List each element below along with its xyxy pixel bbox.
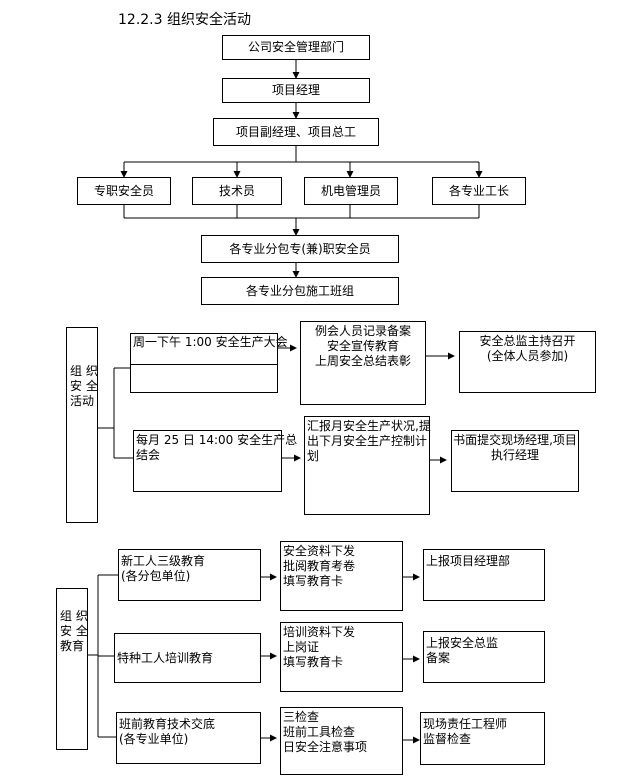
role-box-mech-elec-manager: 机电管理员 bbox=[304, 177, 398, 205]
education-type-line: (各专业单位) bbox=[119, 732, 189, 746]
education-content-line: 班前工具检查 bbox=[283, 725, 356, 739]
education-content-box: 安全资料下发 批阅教育考卷 填写教育卡 bbox=[280, 541, 403, 611]
activity-result-box: 书面提交现场经理,项目 执行经理 bbox=[451, 430, 579, 492]
activity-result-line: 执行经理 bbox=[490, 448, 539, 462]
role-box-foreman: 各专业工长 bbox=[432, 177, 526, 205]
role-label: 技术员 bbox=[218, 183, 255, 198]
subcontract-safety-officer-box: 各专业分包专(兼)职安全员 bbox=[201, 235, 399, 263]
education-type-box: 班前教育技术交底 (各专业单位) bbox=[116, 712, 261, 764]
education-content-line: 培训资料下发 bbox=[283, 625, 356, 639]
activity-content-box: 例会人员记录备案 安全宣传教育 上周安全总结表彰 bbox=[300, 321, 426, 405]
activity-result-line: 安全总监主持召开 bbox=[479, 334, 576, 348]
education-result-line: 上报项目经理部 bbox=[426, 554, 511, 568]
education-result-box: 上报项目经理部 bbox=[423, 549, 545, 601]
company-safety-dept-label: 公司安全管理部门 bbox=[247, 40, 344, 54]
activity-label-line: 安 全 bbox=[70, 379, 98, 393]
project-manager-box: 项目经理 bbox=[222, 78, 370, 103]
role-label: 专职安全员 bbox=[93, 183, 154, 198]
deputy-manager-label: 项目副经理、项目总工 bbox=[235, 124, 356, 139]
project-manager-label: 项目经理 bbox=[271, 83, 320, 97]
activity-label-box: 组 织 安 全 活动 bbox=[66, 327, 98, 523]
role-label: 机电管理员 bbox=[320, 183, 381, 198]
role-box-safety-officer: 专职安全员 bbox=[77, 177, 171, 205]
deputy-manager-box: 项目副经理、项目总工 bbox=[213, 118, 379, 146]
activity-event-line: 每月 25 日 14:00 安全生产总 bbox=[136, 433, 298, 447]
activity-event-line: 结会 bbox=[136, 448, 161, 462]
company-safety-dept-box: 公司安全管理部门 bbox=[222, 35, 370, 60]
section-title: 12.2.3 组织安全活动 bbox=[118, 12, 251, 28]
education-type-line: 特种工人培训教育 bbox=[117, 650, 214, 665]
activity-event-box-frame bbox=[130, 333, 278, 393]
education-result-line: 监督检查 bbox=[423, 732, 472, 746]
activity-result-line: 书面提交现场经理,项目 bbox=[453, 433, 577, 447]
activity-content-line: 出下月安全生产控制计 bbox=[307, 434, 428, 448]
education-type-box: 新工人三级教育 (各分包单位) bbox=[118, 549, 261, 601]
education-content-box: 培训资料下发 上岗证 填写教育卡 bbox=[280, 622, 403, 692]
activity-content-line: 汇报月安全生产状况,提 bbox=[307, 419, 431, 433]
education-result-line: 上报安全总监 bbox=[426, 636, 499, 650]
activity-content-line: 安全宣传教育 bbox=[326, 339, 399, 353]
education-result-box: 上报安全总监 备案 bbox=[423, 631, 545, 683]
education-content-line: 安全资料下发 bbox=[283, 544, 356, 558]
education-label-line: 教育 bbox=[60, 639, 85, 653]
activity-result-box: 安全总监主持召开 (全体人员参加) bbox=[459, 331, 596, 393]
activity-event-box: 每月 25 日 14:00 安全生产总 结会 bbox=[133, 430, 298, 492]
education-label-line: 安 全 bbox=[60, 624, 88, 638]
education-type-line: 新工人三级教育 bbox=[121, 554, 206, 568]
education-label-box: 组 织 安 全 教育 bbox=[56, 588, 88, 750]
education-label-line: 组 织 bbox=[60, 609, 88, 623]
subcontract-safety-officer-label: 各专业分包专(兼)职安全员 bbox=[229, 241, 371, 256]
education-content-line: 填写教育卡 bbox=[283, 655, 344, 669]
activity-event-line: 周一下午 1:00 安全生产大会 bbox=[133, 335, 288, 349]
education-content-line: 填写教育卡 bbox=[283, 574, 344, 588]
education-content-line: 日安全注意事项 bbox=[283, 740, 368, 754]
activity-content-line: 例会人员记录备案 bbox=[314, 324, 411, 338]
activity-label-line: 组 织 bbox=[70, 364, 98, 378]
education-content-line: 三检查 bbox=[283, 710, 320, 724]
subcontract-team-label: 各专业分包施工班组 bbox=[245, 283, 354, 298]
activity-result-line: (全体人员参加) bbox=[486, 349, 569, 363]
role-box-technician: 技术员 bbox=[192, 177, 282, 205]
education-content-line: 批阅教育考卷 bbox=[283, 559, 356, 573]
activity-content-line: 划 bbox=[307, 449, 320, 463]
education-result-line: 备案 bbox=[426, 651, 451, 665]
activity-content-box: 汇报月安全生产状况,提 出下月安全生产控制计 划 bbox=[304, 416, 431, 515]
education-type-line: (各分包单位) bbox=[121, 569, 191, 583]
education-content-box: 三检查 班前工具检查 日安全注意事项 bbox=[280, 707, 403, 775]
role-label: 各专业工长 bbox=[448, 183, 509, 198]
activity-label-line: 活动 bbox=[70, 394, 95, 408]
education-result-box: 现场责任工程师 监督检查 bbox=[420, 712, 545, 765]
education-type-box: 特种工人培训教育 bbox=[114, 633, 261, 683]
education-result-line: 现场责任工程师 bbox=[423, 717, 508, 731]
activity-content-line: 上周安全总结表彰 bbox=[314, 354, 411, 368]
education-content-line: 上岗证 bbox=[283, 640, 320, 654]
education-type-line: 班前教育技术交底 bbox=[119, 717, 216, 731]
subcontract-team-box: 各专业分包施工班组 bbox=[201, 277, 399, 305]
